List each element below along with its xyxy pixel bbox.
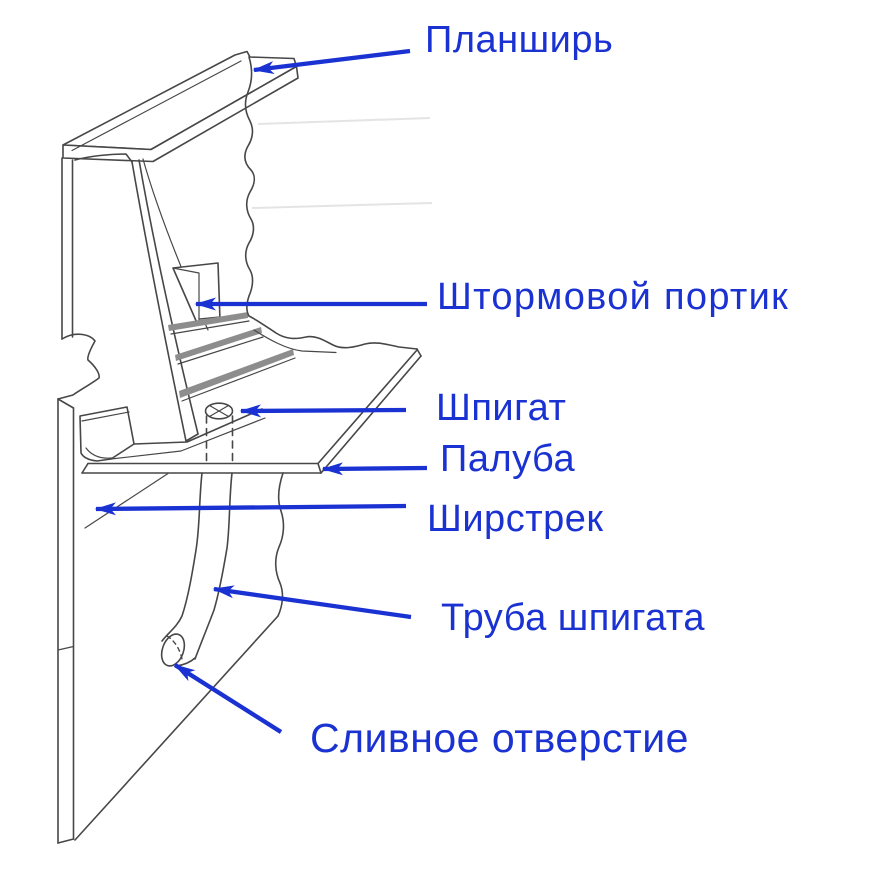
drain-hole-arrow [173, 663, 283, 734]
label-scupper-pipe: Труба шпигата [441, 597, 706, 639]
shell-plating [57, 398, 285, 844]
label-drain-hole: Сливное отверстие [310, 715, 689, 761]
gunwale-arrow [252, 48, 411, 74]
scupper-pipe-arrow [212, 585, 412, 620]
label-sheerstrake: Ширстрек [427, 498, 604, 540]
scupper-arrow [239, 404, 407, 418]
bulwark [57, 56, 296, 462]
label-scupper: Шпигат [436, 387, 567, 429]
sheerstrake-arrow [94, 502, 407, 516]
label-freeing-port: Штормовой портик [437, 276, 790, 318]
deck-arrow [321, 462, 428, 476]
label-gunwale: Планширь [425, 19, 614, 61]
arrows [94, 48, 428, 734]
scupper-head [204, 402, 234, 463]
label-deck: Палуба [440, 438, 576, 480]
background-artifacts [251, 117, 433, 209]
scupper-pipe-drawing [160, 472, 233, 667]
gunwale-cap [62, 50, 299, 163]
deck-plate [81, 315, 422, 474]
